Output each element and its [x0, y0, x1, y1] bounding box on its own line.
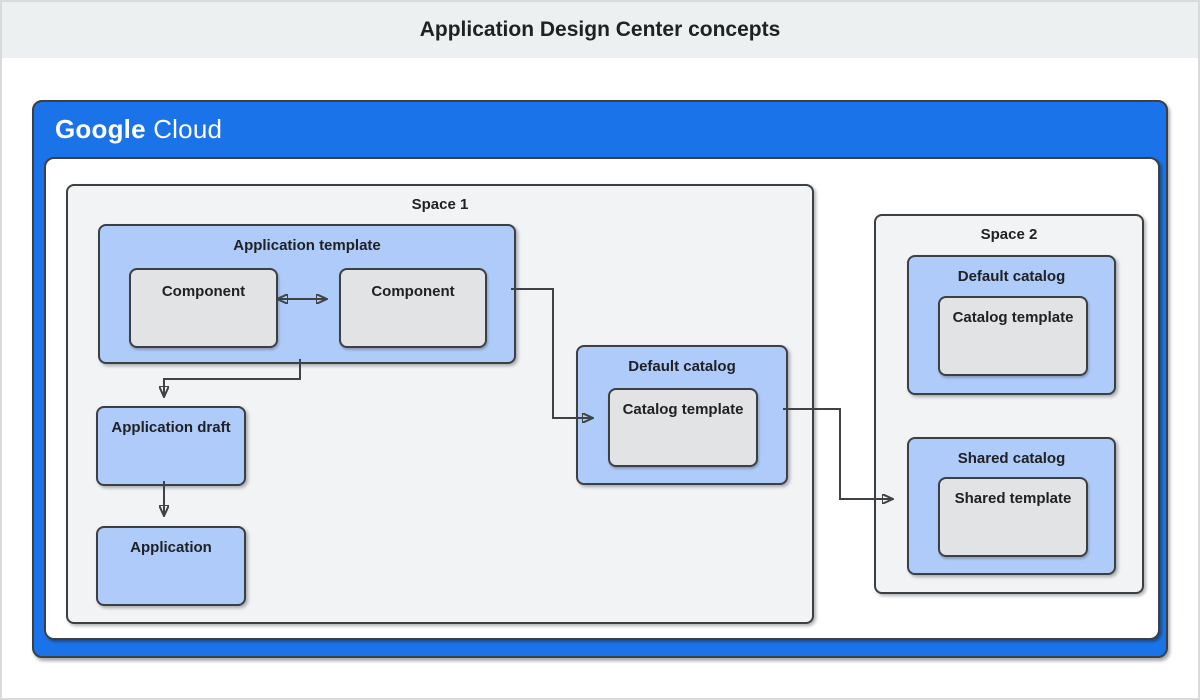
google-cloud-logo: Google Cloud: [55, 114, 222, 145]
component-1-box: Component: [129, 268, 278, 348]
space-2-box: Space 2 Default catalog Catalog template…: [874, 214, 1144, 594]
space2-catalog-template-label: Catalog template: [952, 309, 1074, 326]
space2-default-catalog-label: Default catalog: [957, 268, 1066, 285]
page-header: Application Design Center concepts: [2, 2, 1198, 58]
shared-template-box: Shared template: [938, 477, 1088, 557]
space-1-label: Space 1: [411, 196, 469, 213]
component-2-label: Component: [371, 283, 455, 300]
application-draft-label: Application draft: [111, 419, 231, 436]
space1-catalog-template-box: Catalog template: [608, 388, 758, 467]
space1-catalog-template-label: Catalog template: [622, 401, 744, 418]
application-template-box: Application template Component Component: [98, 224, 516, 364]
component-1-label: Component: [161, 283, 246, 300]
shared-template-label: Shared template: [954, 490, 1072, 507]
project-area: Space 1 Application template Component C…: [44, 157, 1160, 640]
space2-default-catalog-box: Default catalog Catalog template: [907, 255, 1116, 395]
space-2-label: Space 2: [980, 226, 1038, 243]
space-1-box: Space 1 Application template Component C…: [66, 184, 814, 624]
google-cloud-container: Google Cloud Space 1 Application templat…: [32, 100, 1168, 658]
shared-catalog-label: Shared catalog: [957, 450, 1066, 467]
shared-catalog-box: Shared catalog Shared template: [907, 437, 1116, 575]
space2-catalog-template-box: Catalog template: [938, 296, 1088, 376]
component-2-box: Component: [339, 268, 487, 348]
space1-default-catalog-box: Default catalog Catalog template: [576, 345, 788, 485]
application-template-label: Application template: [233, 237, 381, 254]
cloud-logo-word: Cloud: [153, 114, 223, 144]
page-title: Application Design Center concepts: [419, 18, 781, 41]
space1-default-catalog-label: Default catalog: [628, 358, 736, 375]
google-logo-word: Google: [55, 114, 146, 144]
application-draft-box: Application draft: [96, 406, 246, 486]
application-box: Application: [96, 526, 246, 606]
application-label: Application: [130, 539, 212, 556]
